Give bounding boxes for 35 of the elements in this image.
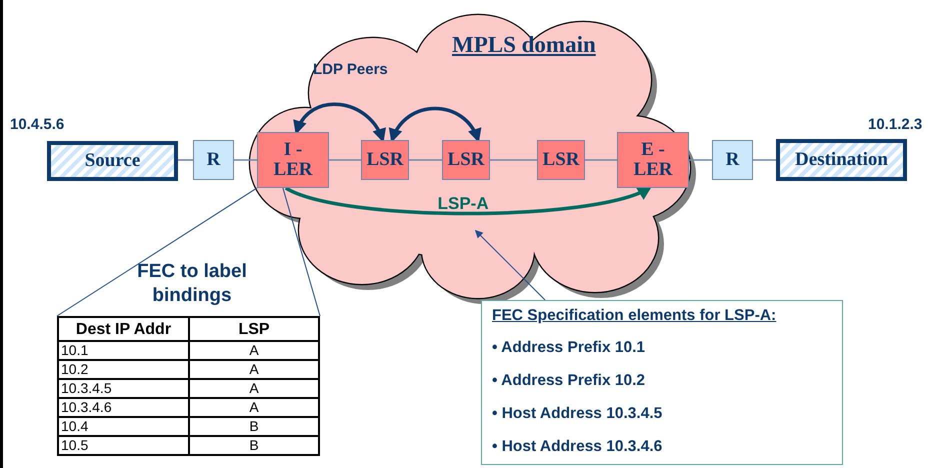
table-cell: 10.4	[58, 417, 189, 436]
table-cell: B	[189, 436, 319, 455]
domain-title: MPLS domain	[452, 32, 596, 58]
ip-address-label: 10.4.5.6	[10, 116, 64, 133]
table-cell: 10.3.4.5	[58, 379, 189, 398]
table-cell: 10.5	[58, 436, 189, 455]
connector-line	[178, 159, 193, 161]
bullet-item: • Address Prefix 10.2	[492, 372, 646, 390]
table-cell: 10.3.4.6	[58, 398, 189, 417]
connector-line	[234, 159, 257, 161]
header-cell: Dest IP Addr	[58, 317, 189, 341]
box-heading: FEC Specification elements for LSP-A:	[492, 307, 776, 325]
table-cell: A	[189, 341, 319, 360]
info-box	[481, 300, 843, 465]
host-box: Source	[47, 141, 178, 181]
ip-address-label: 10.1.2.3	[868, 116, 922, 133]
callout-line	[282, 188, 320, 316]
table-cell: A	[189, 398, 319, 417]
bullet-item: • Address Prefix 10.1	[492, 339, 646, 357]
bullet-item: • Host Address 10.3.4.5	[492, 405, 662, 423]
callout-line	[56, 188, 258, 316]
connector-line	[689, 159, 712, 161]
table-cell: 10.1	[58, 341, 189, 360]
table-cell: A	[189, 379, 319, 398]
host-box: Destination	[776, 139, 907, 181]
router-box: R	[193, 140, 234, 180]
connector-line	[753, 159, 776, 161]
table-heading: FEC to label bindings	[136, 260, 248, 308]
header-cell: LSP	[189, 317, 319, 341]
bullet-item: • Host Address 10.3.4.6	[492, 438, 662, 456]
table-cell: 10.2	[58, 360, 189, 379]
router-box: E - LER	[617, 132, 689, 188]
table-cell: A	[189, 360, 319, 379]
table-cell: B	[189, 417, 319, 436]
router-box: R	[712, 140, 753, 180]
